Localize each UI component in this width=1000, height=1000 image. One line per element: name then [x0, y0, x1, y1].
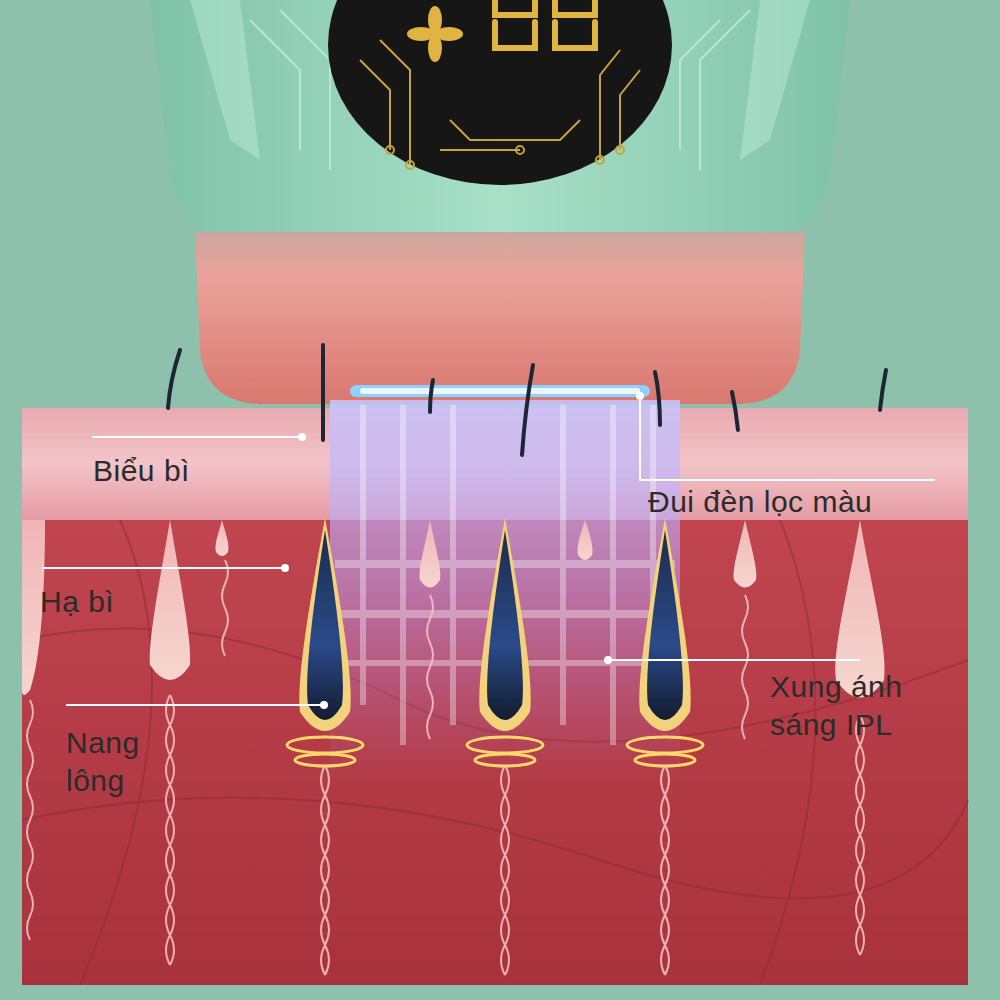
display-screen	[328, 0, 672, 185]
hair-follicles	[299, 518, 690, 731]
part-label: Đui đèn lọc màu	[648, 483, 968, 521]
ipl-light-pulse	[330, 400, 680, 780]
light-window	[360, 388, 640, 394]
hair-shafts	[168, 345, 886, 455]
part-label: Biểu bì	[93, 452, 353, 490]
part-label: Nang lông	[66, 724, 186, 800]
part-label: Hạ bì	[40, 583, 260, 621]
nerve-strands	[27, 560, 864, 975]
heat-rings	[287, 737, 703, 766]
light-window	[350, 385, 650, 397]
part-label: Xung ánh sáng IPL	[770, 668, 970, 744]
light-rays	[335, 405, 675, 745]
segment-display	[495, 0, 595, 48]
device-head	[195, 232, 805, 404]
pale-follicles	[22, 520, 885, 698]
leader-dots	[281, 392, 644, 709]
leader-lines	[42, 396, 935, 705]
fan-icon	[407, 6, 463, 62]
circuit-lines	[360, 40, 640, 169]
